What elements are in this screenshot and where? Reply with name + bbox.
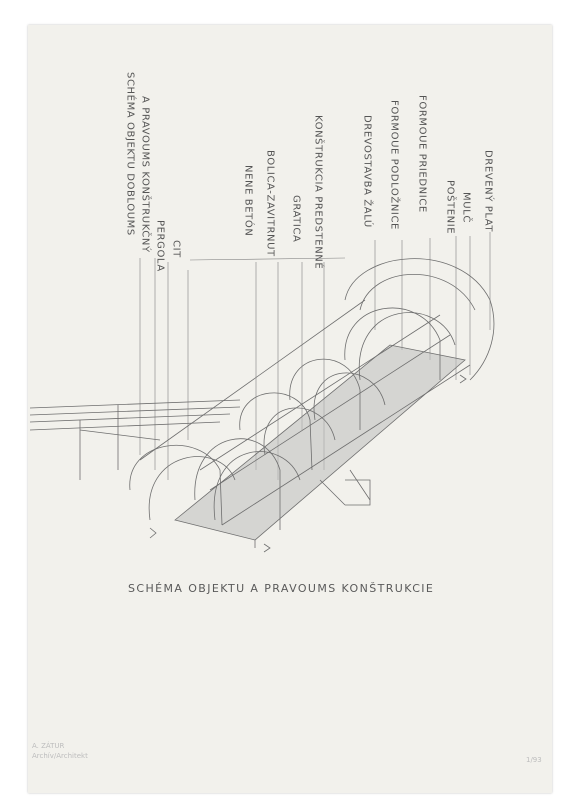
label-4: CIT [171, 240, 182, 258]
paper-sheet [28, 25, 552, 793]
label-3: PERGOLA [155, 220, 166, 272]
archive-note-2: Archív/Architekt [32, 752, 88, 760]
label-1: SCHÉMA OBJEKTU DOBLOUMS [125, 72, 138, 236]
pergola-beams [29, 399, 241, 480]
label-6: BOLICA-ZAVITRNUT [265, 150, 276, 257]
label-13: MULČ [461, 192, 474, 223]
label-10: FORMOUE PODLOŽNICE [389, 100, 402, 230]
label-14: DREVENÝ PLAT [483, 150, 496, 232]
label-8: KONŠTRUKCIA PREDSTENNÉ [313, 115, 326, 269]
sheet-number: 1/93 [526, 756, 542, 764]
archive-note-1: A. ZÁTUR [32, 741, 65, 750]
label-5: NENE BETÓN [243, 165, 256, 236]
label-11: FORMOUE PRIEDNICE [417, 95, 428, 213]
label-7: GRATICA [291, 195, 302, 242]
label-9: DREVOSTAVBA ŽALÚ [362, 115, 375, 228]
sketch-labels: SCHÉMA OBJEKTU DOBLOUMS A PRAVOUMS KONŠT… [125, 72, 496, 272]
sketch-arrows [149, 374, 467, 553]
label-2: A PRAVOUMS KONŠTRUKČNÝ [140, 96, 153, 253]
leader-lines [139, 232, 491, 480]
base-platform [174, 344, 466, 548]
label-12: POŠTENIE [445, 180, 458, 234]
drawing-caption: SCHÉMA OBJEKTU A PRAVOUMS KONŠTRUKCIE [128, 582, 434, 595]
vault-arches [129, 258, 495, 530]
